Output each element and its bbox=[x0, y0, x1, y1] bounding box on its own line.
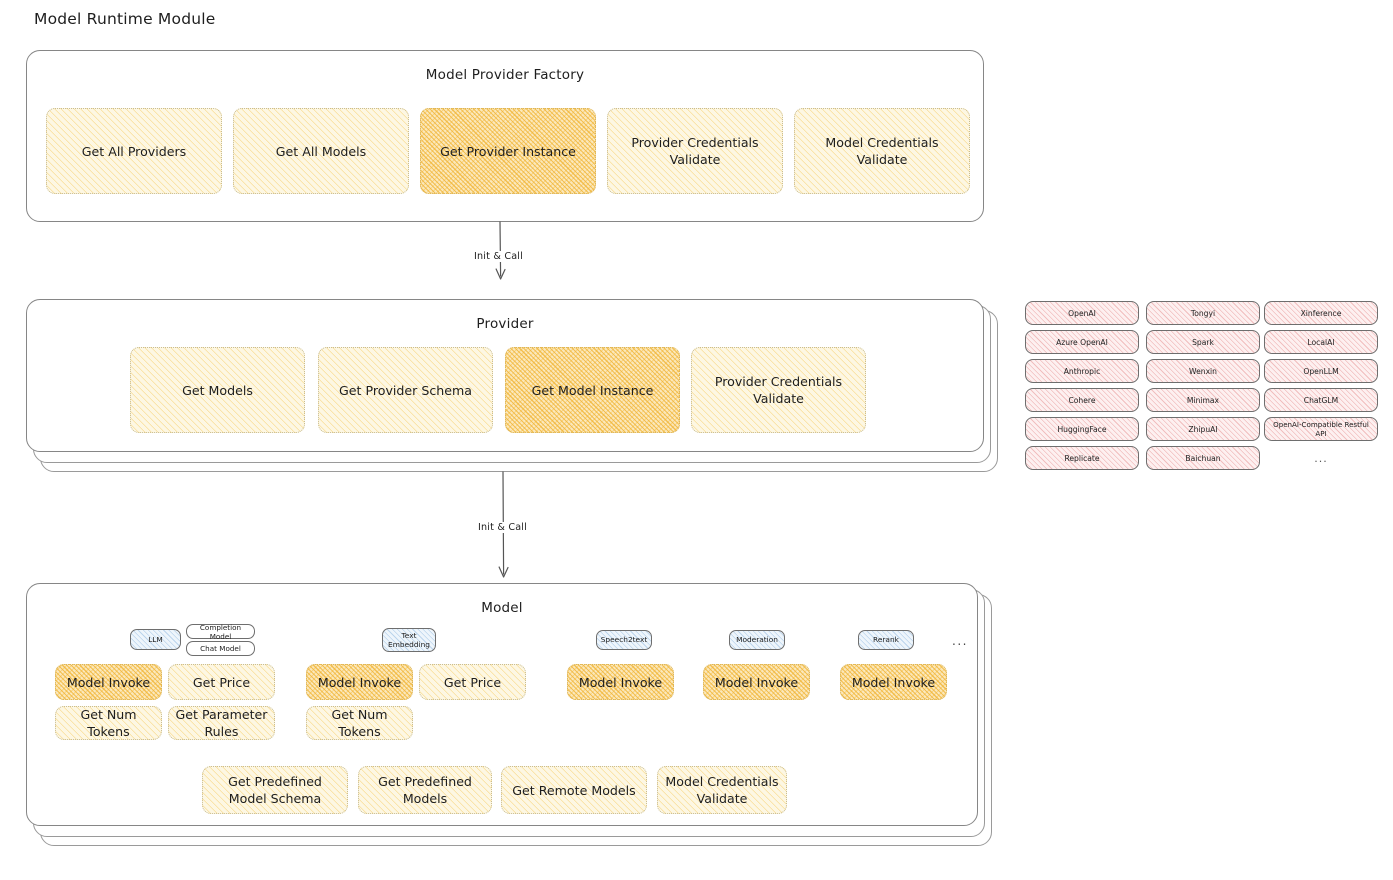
provider-chip-cohere[interactable]: Cohere bbox=[1025, 388, 1139, 412]
llm-method-get-parameter-rules[interactable]: Get Parameter Rules bbox=[168, 706, 275, 740]
provider-list-ellipsis: ... bbox=[1314, 452, 1328, 465]
provider-chip-huggingface[interactable]: HuggingFace bbox=[1025, 417, 1139, 441]
provider-box-provider-credentials-validate[interactable]: Provider Credentials Validate bbox=[691, 347, 866, 433]
arrow-provider-to-model-label: Init & Call bbox=[475, 522, 531, 533]
provider-box-get-provider-schema[interactable]: Get Provider Schema bbox=[318, 347, 493, 433]
provider-chip-wenxin[interactable]: Wenxin bbox=[1146, 359, 1260, 383]
provider-chip-chatglm[interactable]: ChatGLM bbox=[1264, 388, 1378, 412]
provider-chip-openllm[interactable]: OpenLLM bbox=[1264, 359, 1378, 383]
provider-chip-localai[interactable]: LocalAI bbox=[1264, 330, 1378, 354]
llm-method-model-invoke[interactable]: Model Invoke bbox=[55, 664, 162, 700]
provider-chip-spark[interactable]: Spark bbox=[1146, 330, 1260, 354]
model-provider-factory-title: Model Provider Factory bbox=[425, 67, 585, 83]
model-common-model-credentials-validate[interactable]: Model Credentials Validate bbox=[657, 766, 787, 814]
provider-chip-tongyi[interactable]: Tongyi bbox=[1146, 301, 1260, 325]
provider-card: Provider Get Models Get Provider Schema … bbox=[26, 299, 984, 452]
page-title: Model Runtime Module bbox=[34, 10, 216, 28]
provider-chip-baichuan[interactable]: Baichuan bbox=[1146, 446, 1260, 470]
llm-method-get-price[interactable]: Get Price bbox=[168, 664, 275, 700]
model-type-chip-text-embedding[interactable]: Text Embedding bbox=[382, 628, 436, 652]
model-title: Model bbox=[481, 600, 523, 616]
model-types-ellipsis: ... bbox=[952, 634, 968, 648]
provider-box-get-model-instance[interactable]: Get Model Instance bbox=[505, 347, 680, 433]
text-embedding-method-model-invoke[interactable]: Model Invoke bbox=[306, 664, 413, 700]
provider-chip-azure-openai[interactable]: Azure OpenAI bbox=[1025, 330, 1139, 354]
model-type-chip-rerank[interactable]: Rerank bbox=[858, 630, 914, 650]
factory-box-get-provider-instance[interactable]: Get Provider Instance bbox=[420, 108, 596, 194]
provider-box-get-models[interactable]: Get Models bbox=[130, 347, 305, 433]
factory-box-provider-credentials-validate[interactable]: Provider Credentials Validate bbox=[607, 108, 783, 194]
text-embedding-method-get-num-tokens[interactable]: Get Num Tokens bbox=[306, 706, 413, 740]
model-subtype-chip-completion-model[interactable]: Completion Model bbox=[186, 623, 255, 641]
model-type-chip-llm[interactable]: LLM bbox=[130, 629, 181, 650]
provider-chip-openai-compatible-restful-api[interactable]: OpenAI-Compatible Restful API bbox=[1264, 417, 1378, 441]
provider-chip-replicate[interactable]: Replicate bbox=[1025, 446, 1139, 470]
arrow-factory-to-provider bbox=[495, 221, 506, 280]
factory-box-model-credentials-validate[interactable]: Model Credentials Validate bbox=[794, 108, 970, 194]
model-common-get-predefined-model-schema[interactable]: Get Predefined Model Schema bbox=[202, 766, 348, 814]
llm-method-get-num-tokens[interactable]: Get Num Tokens bbox=[55, 706, 162, 740]
model-type-chip-speech2text[interactable]: Speech2text bbox=[596, 630, 652, 650]
factory-box-get-all-providers[interactable]: Get All Providers bbox=[46, 108, 222, 194]
text-embedding-method-get-price[interactable]: Get Price bbox=[419, 664, 526, 700]
provider-title: Provider bbox=[476, 316, 534, 332]
moderation-method-model-invoke[interactable]: Model Invoke bbox=[703, 664, 810, 700]
provider-chip-minimax[interactable]: Minimax bbox=[1146, 388, 1260, 412]
model-subtype-chip-chat-model[interactable]: Chat Model bbox=[186, 641, 255, 656]
speech2text-method-model-invoke[interactable]: Model Invoke bbox=[567, 664, 674, 700]
rerank-method-model-invoke[interactable]: Model Invoke bbox=[840, 664, 947, 700]
factory-box-get-all-models[interactable]: Get All Models bbox=[233, 108, 409, 194]
model-card: Model LLM Completion Model Chat Model Mo… bbox=[26, 583, 978, 826]
model-provider-factory-card: Model Provider Factory Get All Providers… bbox=[26, 50, 984, 222]
model-common-get-remote-models[interactable]: Get Remote Models bbox=[501, 766, 647, 814]
provider-chip-xinference[interactable]: Xinference bbox=[1264, 301, 1378, 325]
provider-chip-zhipuai[interactable]: ZhipuAI bbox=[1146, 417, 1260, 441]
provider-chip-anthropic[interactable]: Anthropic bbox=[1025, 359, 1139, 383]
provider-chip-openai[interactable]: OpenAI bbox=[1025, 301, 1139, 325]
arrow-factory-to-provider-label: Init & Call bbox=[471, 251, 527, 262]
model-common-get-predefined-models[interactable]: Get Predefined Models bbox=[358, 766, 492, 814]
model-type-chip-moderation[interactable]: Moderation bbox=[729, 630, 785, 650]
